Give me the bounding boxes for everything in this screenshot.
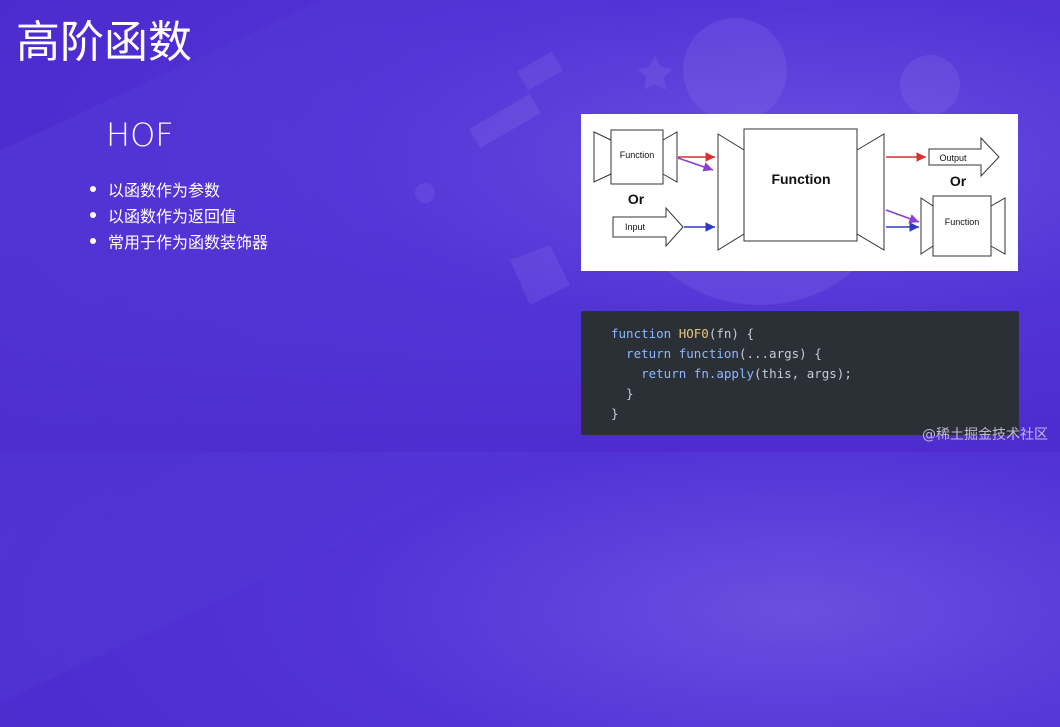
bullet-item: 常用于作为函数装饰器 — [90, 228, 268, 254]
code-line: return fn.apply(this, args); — [611, 366, 852, 381]
hof-diagram-svg: Function Or Input Function Output Or Fun… — [593, 128, 1006, 257]
or-left-label: Or — [628, 191, 645, 207]
arrow-purple-right — [885, 209, 920, 224]
bullet-dot — [90, 238, 96, 244]
left-funnel-out — [662, 131, 678, 183]
hof-diagram: Function Or Input Function Output Or Fun… — [581, 114, 1018, 271]
slide-title: 高阶函数 — [16, 17, 192, 68]
bullet-dot — [90, 186, 96, 192]
bullet-text: 以函数作为返回值 — [108, 207, 237, 226]
center-funnel-out — [856, 133, 885, 251]
watermark-text: @稀土掘金技术社区 — [922, 427, 1048, 443]
slide-subtitle: HOF — [106, 116, 174, 154]
left-bottom-label: Input — [625, 222, 646, 232]
arrow-purple-left — [677, 157, 714, 172]
bullet-list: 以函数作为参数 以函数作为返回值 常用于作为函数装饰器 — [90, 176, 268, 254]
output-arrow-shape — [928, 136, 1000, 178]
or-right-label: Or — [950, 173, 967, 189]
right-top-label: Output — [939, 153, 967, 163]
bullet-text: 常用于作为函数装饰器 — [108, 233, 269, 252]
left-top-label: Function — [620, 150, 655, 160]
right-funnel-out — [990, 197, 1006, 255]
bullet-item: 以函数作为返回值 — [90, 202, 268, 228]
bullet-text: 以函数作为参数 — [108, 181, 221, 200]
code-line: function HOF0(fn) { — [611, 326, 754, 341]
input-arrow-shape — [612, 206, 684, 248]
center-funnel-in — [717, 133, 745, 251]
right-bottom-label: Function — [945, 217, 980, 227]
center-label: Function — [771, 171, 830, 187]
code-line: return function(...args) { — [611, 346, 822, 361]
code-block: function HOF0(fn) { return function(...a… — [581, 311, 1019, 435]
code-line: } — [611, 386, 634, 401]
bullet-item: 以函数作为参数 — [90, 176, 268, 202]
right-funnel-in — [920, 197, 934, 255]
code-line: } — [611, 406, 619, 421]
bullet-dot — [90, 212, 96, 218]
left-funnel-in — [593, 131, 612, 183]
